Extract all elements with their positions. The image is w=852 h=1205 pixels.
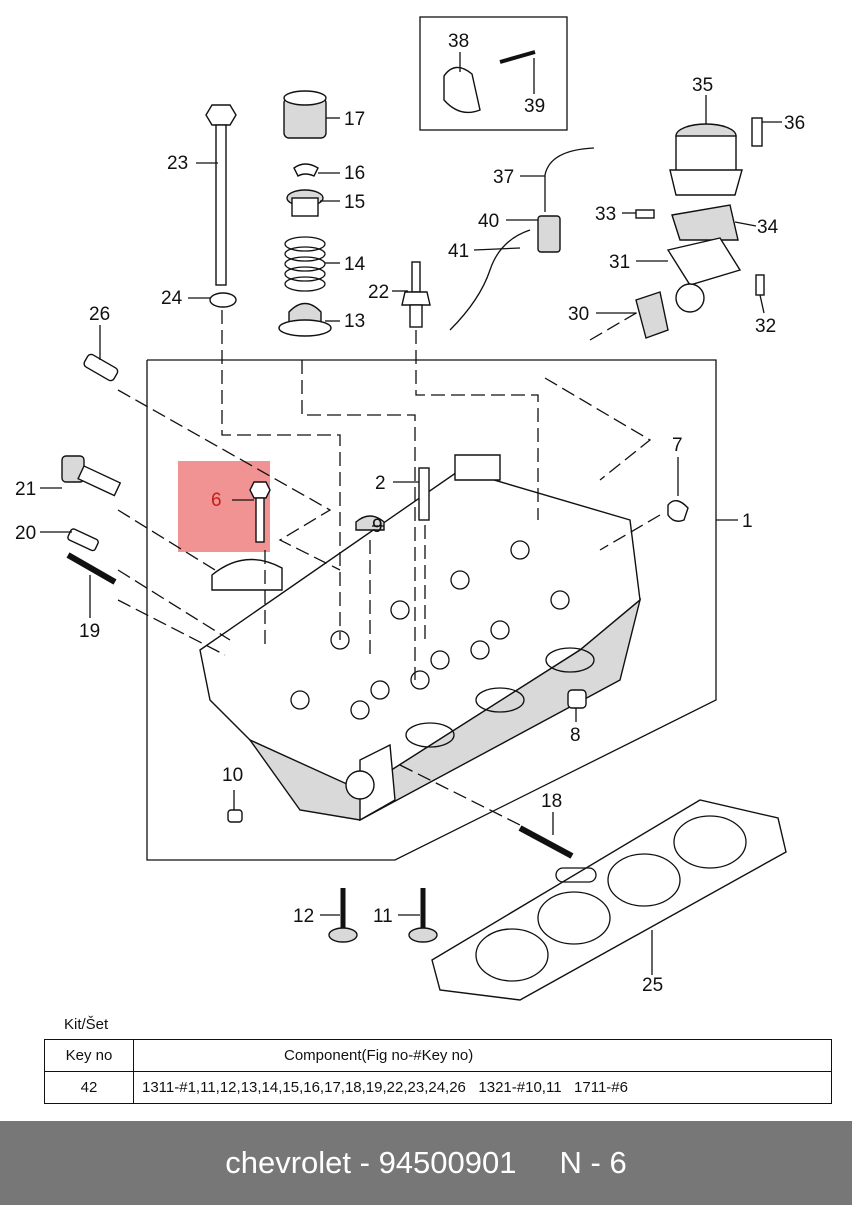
head-bolt [205,104,237,308]
label-14: 14 [344,254,366,275]
label-24: 24 [161,288,183,309]
egr-group [443,50,765,339]
label-37: 37 [493,167,514,188]
exploded-parts-diagram: 1 2 6 7 8 9 10 11 12 13 14 15 16 17 18 1… [15,16,805,1001]
label-40: 40 [478,211,499,232]
leader-dashes [117,304,661,826]
label-30: 30 [568,304,589,325]
label-10: 10 [222,765,243,786]
plug-10 [227,809,243,823]
label-21: 21 [15,479,36,500]
label-36: 36 [784,113,805,134]
label-2: 2 [375,473,386,494]
label-11: 11 [373,906,393,927]
cell-key-no: 42 [44,1071,134,1104]
label-34: 34 [757,217,779,238]
label-13: 13 [344,311,365,332]
head-gasket [431,799,787,1001]
label-23: 23 [167,153,188,174]
label-leaders [40,52,782,975]
cell-component: 1311-#1,11,12,13,14,15,16,17,18,19,22,23… [133,1071,832,1104]
part-22 [401,261,431,328]
valve-stack [278,90,332,337]
label-31: 31 [609,252,630,273]
stud-19 [66,552,117,585]
stud-18 [518,825,574,859]
cylinder-head-frame [146,359,717,861]
inset-box [419,16,568,131]
label-17: 17 [344,109,365,130]
kit-table-header: Key no Component(Fig no-#Key no) [44,1039,832,1072]
label-6: 6 [211,490,222,511]
label-33: 33 [595,204,616,225]
label-35: 35 [692,75,713,96]
label-16: 16 [344,163,365,184]
header-component: Component(Fig no-#Key no) [133,1039,832,1072]
dowel-2 [418,467,430,521]
label-19: 19 [79,621,100,642]
part-labels: 1 2 6 7 8 9 10 11 12 13 14 15 16 17 18 1… [15,31,805,996]
label-25: 25 [642,975,663,996]
label-8: 8 [570,725,581,746]
footer-text: chevrolet - 94500901 N - 6 [225,1145,627,1180]
sensor-21 [61,455,122,497]
label-41: 41 [448,241,469,262]
label-20: 20 [15,523,36,544]
label-1: 1 [742,511,753,532]
plug-7 [667,500,689,522]
label-22: 22 [368,282,389,303]
highlight-part-6 [178,461,270,552]
label-18: 18 [541,791,562,812]
label-15: 15 [344,192,365,213]
table-row: 42 1311-#1,11,12,13,14,15,16,17,18,19,22… [44,1071,832,1104]
footer-bar: chevrolet - 94500901 N - 6 [0,1121,852,1205]
header-key-no: Key no [44,1039,134,1072]
label-9: 9 [372,516,383,537]
label-38: 38 [448,31,469,52]
kit-table: Key no Component(Fig no-#Key no) 42 1311… [44,1039,832,1104]
kit-title: Kit/Šet [64,1016,109,1033]
bolt-6 [249,481,271,543]
plug-8 [567,689,587,709]
part-26 [83,353,119,382]
valves [328,888,438,943]
part-20 [67,528,99,552]
label-26: 26 [89,304,110,325]
label-32: 32 [755,316,776,337]
cylinder-head [199,454,642,822]
label-39: 39 [524,96,545,117]
label-12: 12 [293,906,314,927]
label-7: 7 [672,435,683,456]
